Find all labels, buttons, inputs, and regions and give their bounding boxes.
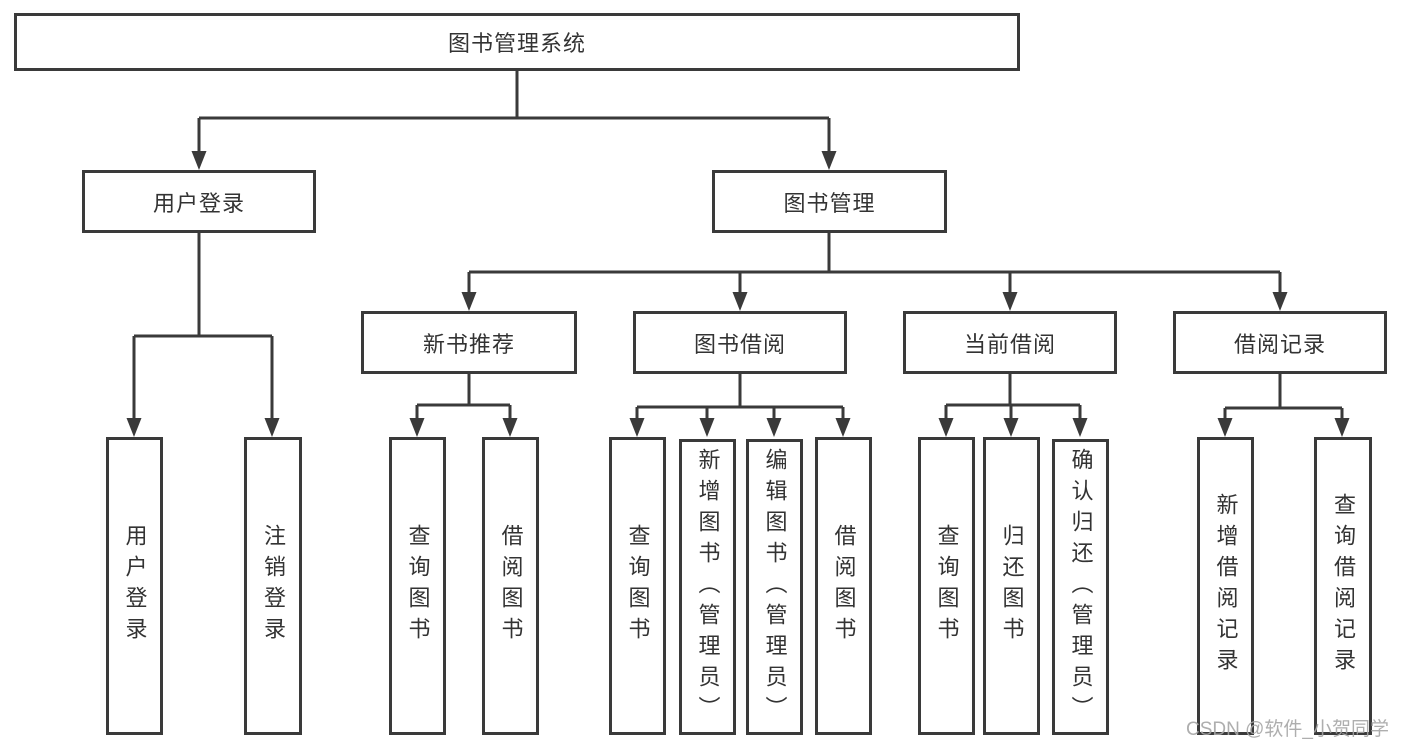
leaf-borrow-books-1-label: 借阅图书 (498, 524, 524, 648)
leaf-add-borrow-record: 新增借阅记录 (1197, 437, 1254, 735)
leaf-query-borrow-record-label: 查询借阅记录 (1331, 493, 1356, 679)
leaf-logout-label: 注销登录 (261, 524, 286, 648)
leaf-query-books-2-label: 查询图书 (625, 524, 651, 648)
leaf-query-books-3: 查询图书 (918, 437, 975, 735)
csdn-watermark: CSDN @软件_小贺同学 (1186, 719, 1389, 740)
leaf-query-books-2: 查询图书 (609, 437, 666, 735)
leaf-add-books-admin: 新增图书（管理员） (679, 439, 736, 735)
leaf-add-books-admin-label: 新增图书（管理员） (695, 447, 721, 727)
node-book-borrow: 图书借阅 (633, 311, 847, 374)
leaf-borrow-books-2: 借阅图书 (815, 437, 872, 735)
leaf-user-login-label: 用户登录 (122, 524, 148, 648)
node-new-book-recommend: 新书推荐 (361, 311, 577, 374)
leaf-return-books-label: 归还图书 (999, 524, 1025, 648)
node-new-book-recommend-label: 新书推荐 (422, 331, 515, 357)
node-borrow-records: 借阅记录 (1173, 311, 1387, 374)
leaf-return-books: 归还图书 (983, 437, 1040, 735)
leaf-query-books-3-label: 查询图书 (934, 524, 960, 648)
node-borrow-records-label: 借阅记录 (1233, 331, 1326, 357)
node-book-management-branch: 图书管理 (712, 170, 947, 233)
node-current-borrow-label: 当前借阅 (963, 331, 1056, 357)
leaf-query-borrow-record: 查询借阅记录 (1314, 437, 1372, 735)
leaf-query-books-1: 查询图书 (389, 437, 446, 735)
node-book-borrow-label: 图书借阅 (693, 331, 786, 357)
arrowheads (126, 151, 1350, 437)
node-root-library-system: 图书管理系统 (14, 13, 1020, 71)
leaf-user-login: 用户登录 (106, 437, 163, 735)
leaf-edit-books-admin-label: 编辑图书（管理员） (762, 447, 788, 727)
node-user-login-branch-label: 用户登录 (152, 190, 245, 216)
leaf-confirm-return-admin: 确认归还（管理员） (1052, 439, 1109, 735)
connector-stems (199, 71, 831, 152)
leaf-borrow-books-2-label: 借阅图书 (831, 524, 857, 648)
node-current-borrow: 当前借阅 (903, 311, 1117, 374)
node-user-login-branch: 用户登录 (82, 170, 316, 233)
leaf-confirm-return-admin-label: 确认归还（管理员） (1068, 447, 1094, 727)
leaf-add-borrow-record-label: 新增借阅记录 (1213, 493, 1239, 679)
node-book-management-branch-label: 图书管理 (783, 190, 876, 216)
leaf-edit-books-admin: 编辑图书（管理员） (746, 439, 803, 735)
connector-stems-main (132, 118, 1344, 419)
leaf-logout: 注销登录 (244, 437, 302, 735)
node-root-label: 图书管理系统 (447, 31, 586, 56)
leaf-borrow-books-1: 借阅图书 (482, 437, 539, 735)
leaf-query-books-1-label: 查询图书 (405, 524, 431, 648)
